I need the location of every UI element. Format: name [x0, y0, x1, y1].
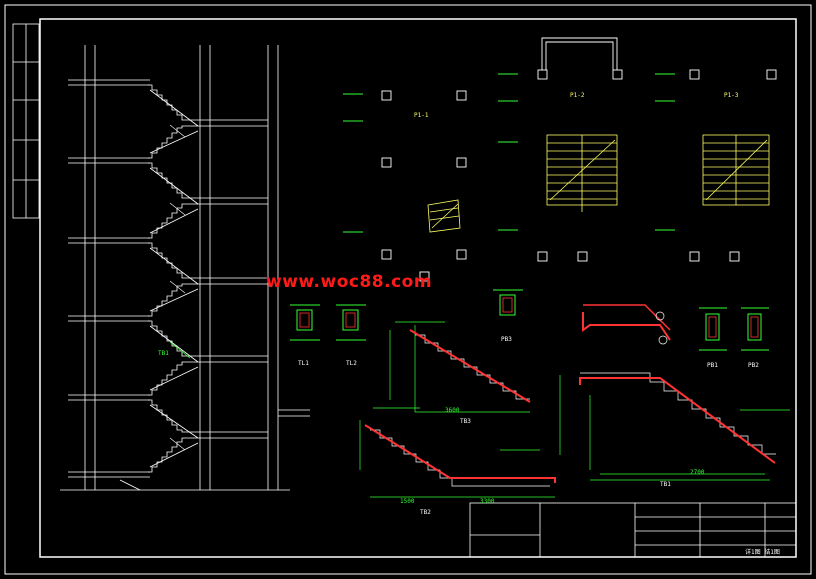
tb3-rebar [409, 329, 531, 403]
plan-grid-markers [343, 73, 675, 233]
floor-slabs [68, 79, 310, 478]
section-label-pb3: PB3 [501, 336, 512, 343]
tb-leader [169, 341, 191, 359]
flight-8 [148, 361, 200, 396]
plan-label-p2: P1-2 [570, 92, 585, 99]
plan-stairs [427, 134, 770, 233]
tb1-rebar [579, 377, 776, 464]
outer-frame [4, 4, 812, 575]
stair-leaders [169, 124, 186, 451]
dim-3300: 3300 [480, 498, 495, 505]
title-block [469, 502, 797, 558]
drawing-border [39, 18, 797, 558]
flight-6 [148, 283, 200, 317]
dim-2700: 2700 [690, 469, 705, 476]
tb1-slab [559, 375, 790, 481]
flight-1 [148, 84, 200, 121]
flight-7 [148, 320, 200, 357]
flight-3 [148, 162, 200, 199]
tb1-side-top [583, 304, 671, 331]
tb2-slab [359, 407, 555, 498]
section-label-tb-side: TB1 [158, 350, 169, 357]
section-label-tb1: TB1 [660, 481, 671, 488]
section-label-tl1: TL1 [298, 360, 309, 367]
tb1-side-rebar [582, 312, 671, 341]
flight-2 [148, 125, 200, 159]
dim-1500: 1500 [400, 498, 415, 505]
tb2-rebar [364, 424, 556, 483]
binding-strip [12, 23, 40, 219]
flight-9 [148, 399, 200, 433]
flight-10 [148, 437, 200, 473]
plan-label-p3: P1-3 [724, 92, 739, 99]
plan-columns [381, 37, 777, 282]
tb3-slab [389, 321, 530, 413]
section-label-tb3: TB3 [460, 418, 471, 425]
watermark-text: www.woc88.com [266, 272, 433, 292]
flight-5 [148, 242, 200, 279]
beam-rebar [299, 297, 759, 338]
beam-sections [290, 289, 769, 351]
stair-section [60, 45, 310, 491]
section-label-pb2: PB2 [748, 362, 759, 369]
section-label-tl2: TL2 [346, 360, 357, 367]
dim-3600: 3600 [445, 407, 460, 414]
section-label-tb2: TB2 [420, 509, 431, 516]
titleblock-text: 详1图 结1图 [745, 549, 780, 556]
plan-label-p1: P1-1 [414, 112, 429, 119]
flight-4 [148, 203, 200, 239]
section-label-pb1: PB1 [707, 362, 718, 369]
